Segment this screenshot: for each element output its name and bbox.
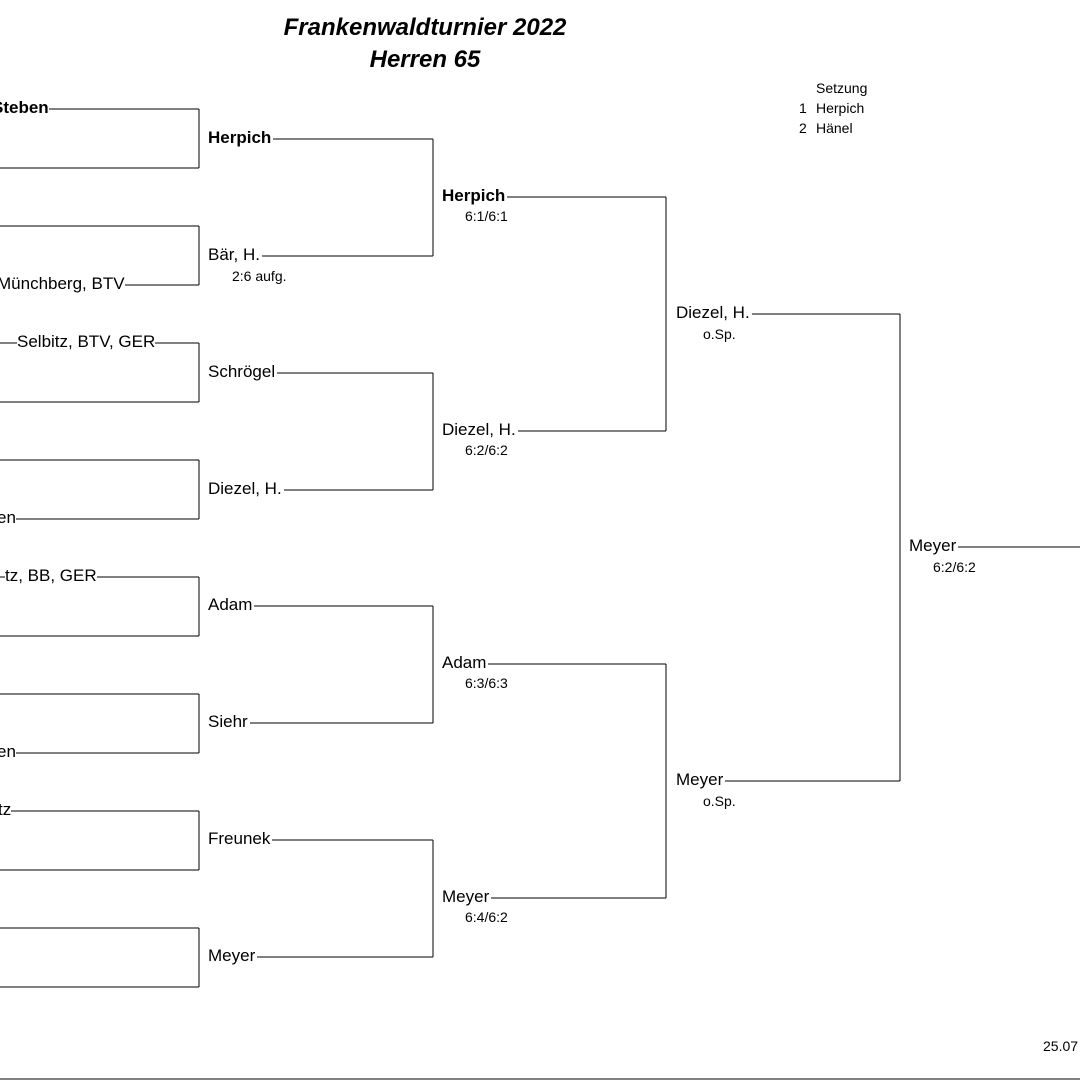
round2-player-name: Schrögel — [208, 362, 278, 382]
round1-player-label: en — [0, 742, 16, 762]
round2-player-name: Herpich — [208, 128, 274, 148]
bracket-title: Frankenwaldturnier 2022 — [283, 14, 567, 41]
round3-player-name: Diezel, H. — [442, 420, 518, 440]
seed-number: 2 — [799, 120, 807, 136]
round1-player-label: Münchberg, BTV — [0, 274, 125, 294]
round3-player-name: Adam — [442, 653, 489, 673]
round5-score: 6:2/6:2 — [933, 559, 976, 575]
round1-player-label: tz — [0, 800, 12, 820]
round3-score: 6:3/6:3 — [465, 675, 508, 691]
round2-score: 2:6 aufg. — [232, 268, 287, 284]
round2-player-name: Diezel, H. — [208, 479, 284, 499]
round1-player-label: Selbitz, BTV, GER — [17, 332, 156, 352]
round1-player-label: tz, BB, GER — [5, 566, 97, 586]
round3-score: 6:2/6:2 — [465, 442, 508, 458]
round3-player-name: Herpich — [442, 186, 508, 206]
round3-score: 6:1/6:1 — [465, 208, 508, 224]
seed-name: Hänel — [816, 120, 853, 136]
round2-player-name: Adam — [208, 595, 255, 615]
round1-player-label: en — [0, 508, 16, 528]
round4-player-name: Meyer — [676, 770, 726, 790]
round2-player-name: Siehr — [208, 712, 250, 732]
seeding-heading: Setzung — [816, 80, 868, 96]
round1-player-label: Steben — [0, 98, 49, 118]
round4-score: o.Sp. — [703, 326, 736, 342]
bracket-subtitle: Herren 65 — [369, 46, 481, 73]
round3-player-name: Meyer — [442, 887, 492, 907]
round2-player-name: Freunek — [208, 829, 273, 849]
print-date: 25.07 — [1043, 1038, 1079, 1054]
round2-player-name: Bär, H. — [208, 245, 262, 265]
round4-player-name: Diezel, H. — [676, 303, 752, 323]
round5-player-name: Meyer — [909, 536, 959, 556]
seed-name: Herpich — [816, 100, 865, 116]
round3-score: 6:4/6:2 — [465, 909, 508, 925]
round4-score: o.Sp. — [703, 793, 736, 809]
round2-player-name: Meyer — [208, 946, 258, 966]
seed-number: 1 — [799, 100, 807, 116]
